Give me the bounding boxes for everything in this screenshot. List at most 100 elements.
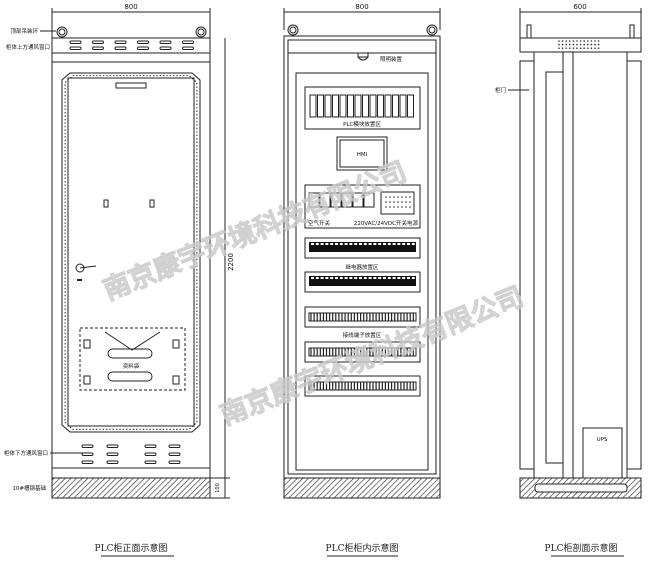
lifting-ring-icon [195, 26, 207, 38]
cap-hole [590, 43, 593, 46]
door-lock-icon [103, 199, 155, 208]
vent-slot [69, 40, 82, 44]
air-switch [363, 192, 375, 208]
cap-hole [590, 40, 593, 42]
plc-zone-label: PLC模块放置区 [343, 120, 381, 128]
plc-module [332, 94, 339, 118]
cap-hole [561, 43, 564, 46]
relay [339, 243, 343, 245]
relay [339, 277, 343, 279]
cap-hole [579, 47, 582, 49]
ups-label: UPS [597, 437, 608, 443]
psu-terminal [385, 201, 387, 203]
cap-hole [576, 43, 578, 46]
relay [315, 243, 319, 245]
lifting-ring-icon [56, 26, 68, 38]
relay [335, 243, 338, 245]
relay [349, 277, 353, 279]
psu-terminal [401, 206, 403, 208]
vent-slot [92, 46, 104, 50]
cap-hole [561, 40, 564, 42]
document-pocket-label: 资料袋 [123, 362, 140, 370]
side-view: 600 UPS 柜门 PLC柜剖面示意图 [495, 3, 642, 557]
psu-terminal [409, 201, 411, 203]
cap-hole [576, 40, 578, 42]
vent-slot [81, 444, 94, 448]
air-switch [308, 192, 320, 208]
psu-terminal [397, 201, 399, 203]
cap-hole [594, 47, 596, 49]
cap-hole [594, 43, 596, 46]
psu-terminal [405, 201, 407, 203]
relay-strip [309, 276, 416, 286]
cap-hole [558, 40, 560, 42]
cap-hole [594, 40, 596, 42]
psu-terminal [405, 206, 407, 208]
plc-module [369, 94, 377, 118]
relay [320, 277, 324, 279]
side-width-dim: 600 [573, 3, 586, 11]
relay [315, 277, 319, 279]
relay [387, 243, 391, 245]
relay [378, 243, 382, 245]
plc-module-zone [304, 86, 421, 130]
vent-slot [81, 460, 94, 464]
cap-hole [587, 47, 589, 49]
terminal-zone-label: 接线端子放置区 [343, 331, 382, 339]
base-height-dim: 100 [215, 483, 221, 493]
cap-hole [572, 47, 575, 49]
plc-module [392, 94, 399, 118]
relay [407, 243, 410, 245]
cap-hole [583, 43, 585, 46]
vent-slot [144, 444, 157, 448]
vent-slot [106, 460, 119, 464]
relay-rail [304, 271, 421, 293]
plc-module [399, 94, 407, 118]
relay [378, 277, 382, 279]
lighting-label: 照明装置 [380, 55, 403, 63]
psu-terminal [405, 196, 407, 198]
vent-slot [159, 46, 172, 50]
front-height-dim: 2200 [227, 253, 235, 271]
breaker-zone [304, 184, 421, 229]
relay [387, 277, 391, 279]
psu-terminal [389, 206, 391, 208]
interior-view: 800 照明装置 PLC模块放置区 HMI 空气开关 220VAC/24VDC开… [283, 3, 441, 557]
relay [368, 243, 372, 245]
cap-hole [558, 43, 560, 46]
label-lifting-ring: 顶部吊装环 [10, 27, 38, 35]
psu-terminal [389, 196, 391, 198]
cap-hole [576, 47, 578, 49]
vent-slot [114, 46, 127, 50]
relay-rail [304, 237, 421, 259]
relay [402, 243, 406, 245]
cap-hole [597, 47, 600, 49]
side-top-cap [519, 37, 642, 53]
relay [392, 277, 396, 279]
psu-terminal [397, 206, 399, 208]
cap-hole [583, 47, 585, 49]
psu-terminal [393, 201, 395, 203]
cap-hole [558, 47, 560, 49]
cap-hole [569, 43, 571, 46]
relay [402, 277, 406, 279]
relay [411, 243, 415, 245]
plc-module [347, 94, 354, 118]
terminal-rail [304, 306, 421, 328]
plc-module [384, 94, 392, 118]
relay [363, 277, 367, 279]
relay [363, 243, 367, 245]
psu-terminal [389, 201, 391, 203]
relay [392, 243, 396, 245]
psu-terminal [393, 196, 395, 198]
cap-hole [572, 43, 575, 46]
relay [359, 277, 362, 279]
psu-terminal [397, 196, 399, 198]
cap-hole [565, 40, 567, 42]
relay [354, 277, 358, 279]
door-handle[interactable] [75, 263, 97, 281]
label-bottom-vent: 柜体下方通风窗口 [4, 449, 48, 457]
terminal-strip [308, 312, 417, 322]
psu-terminal [401, 196, 403, 198]
